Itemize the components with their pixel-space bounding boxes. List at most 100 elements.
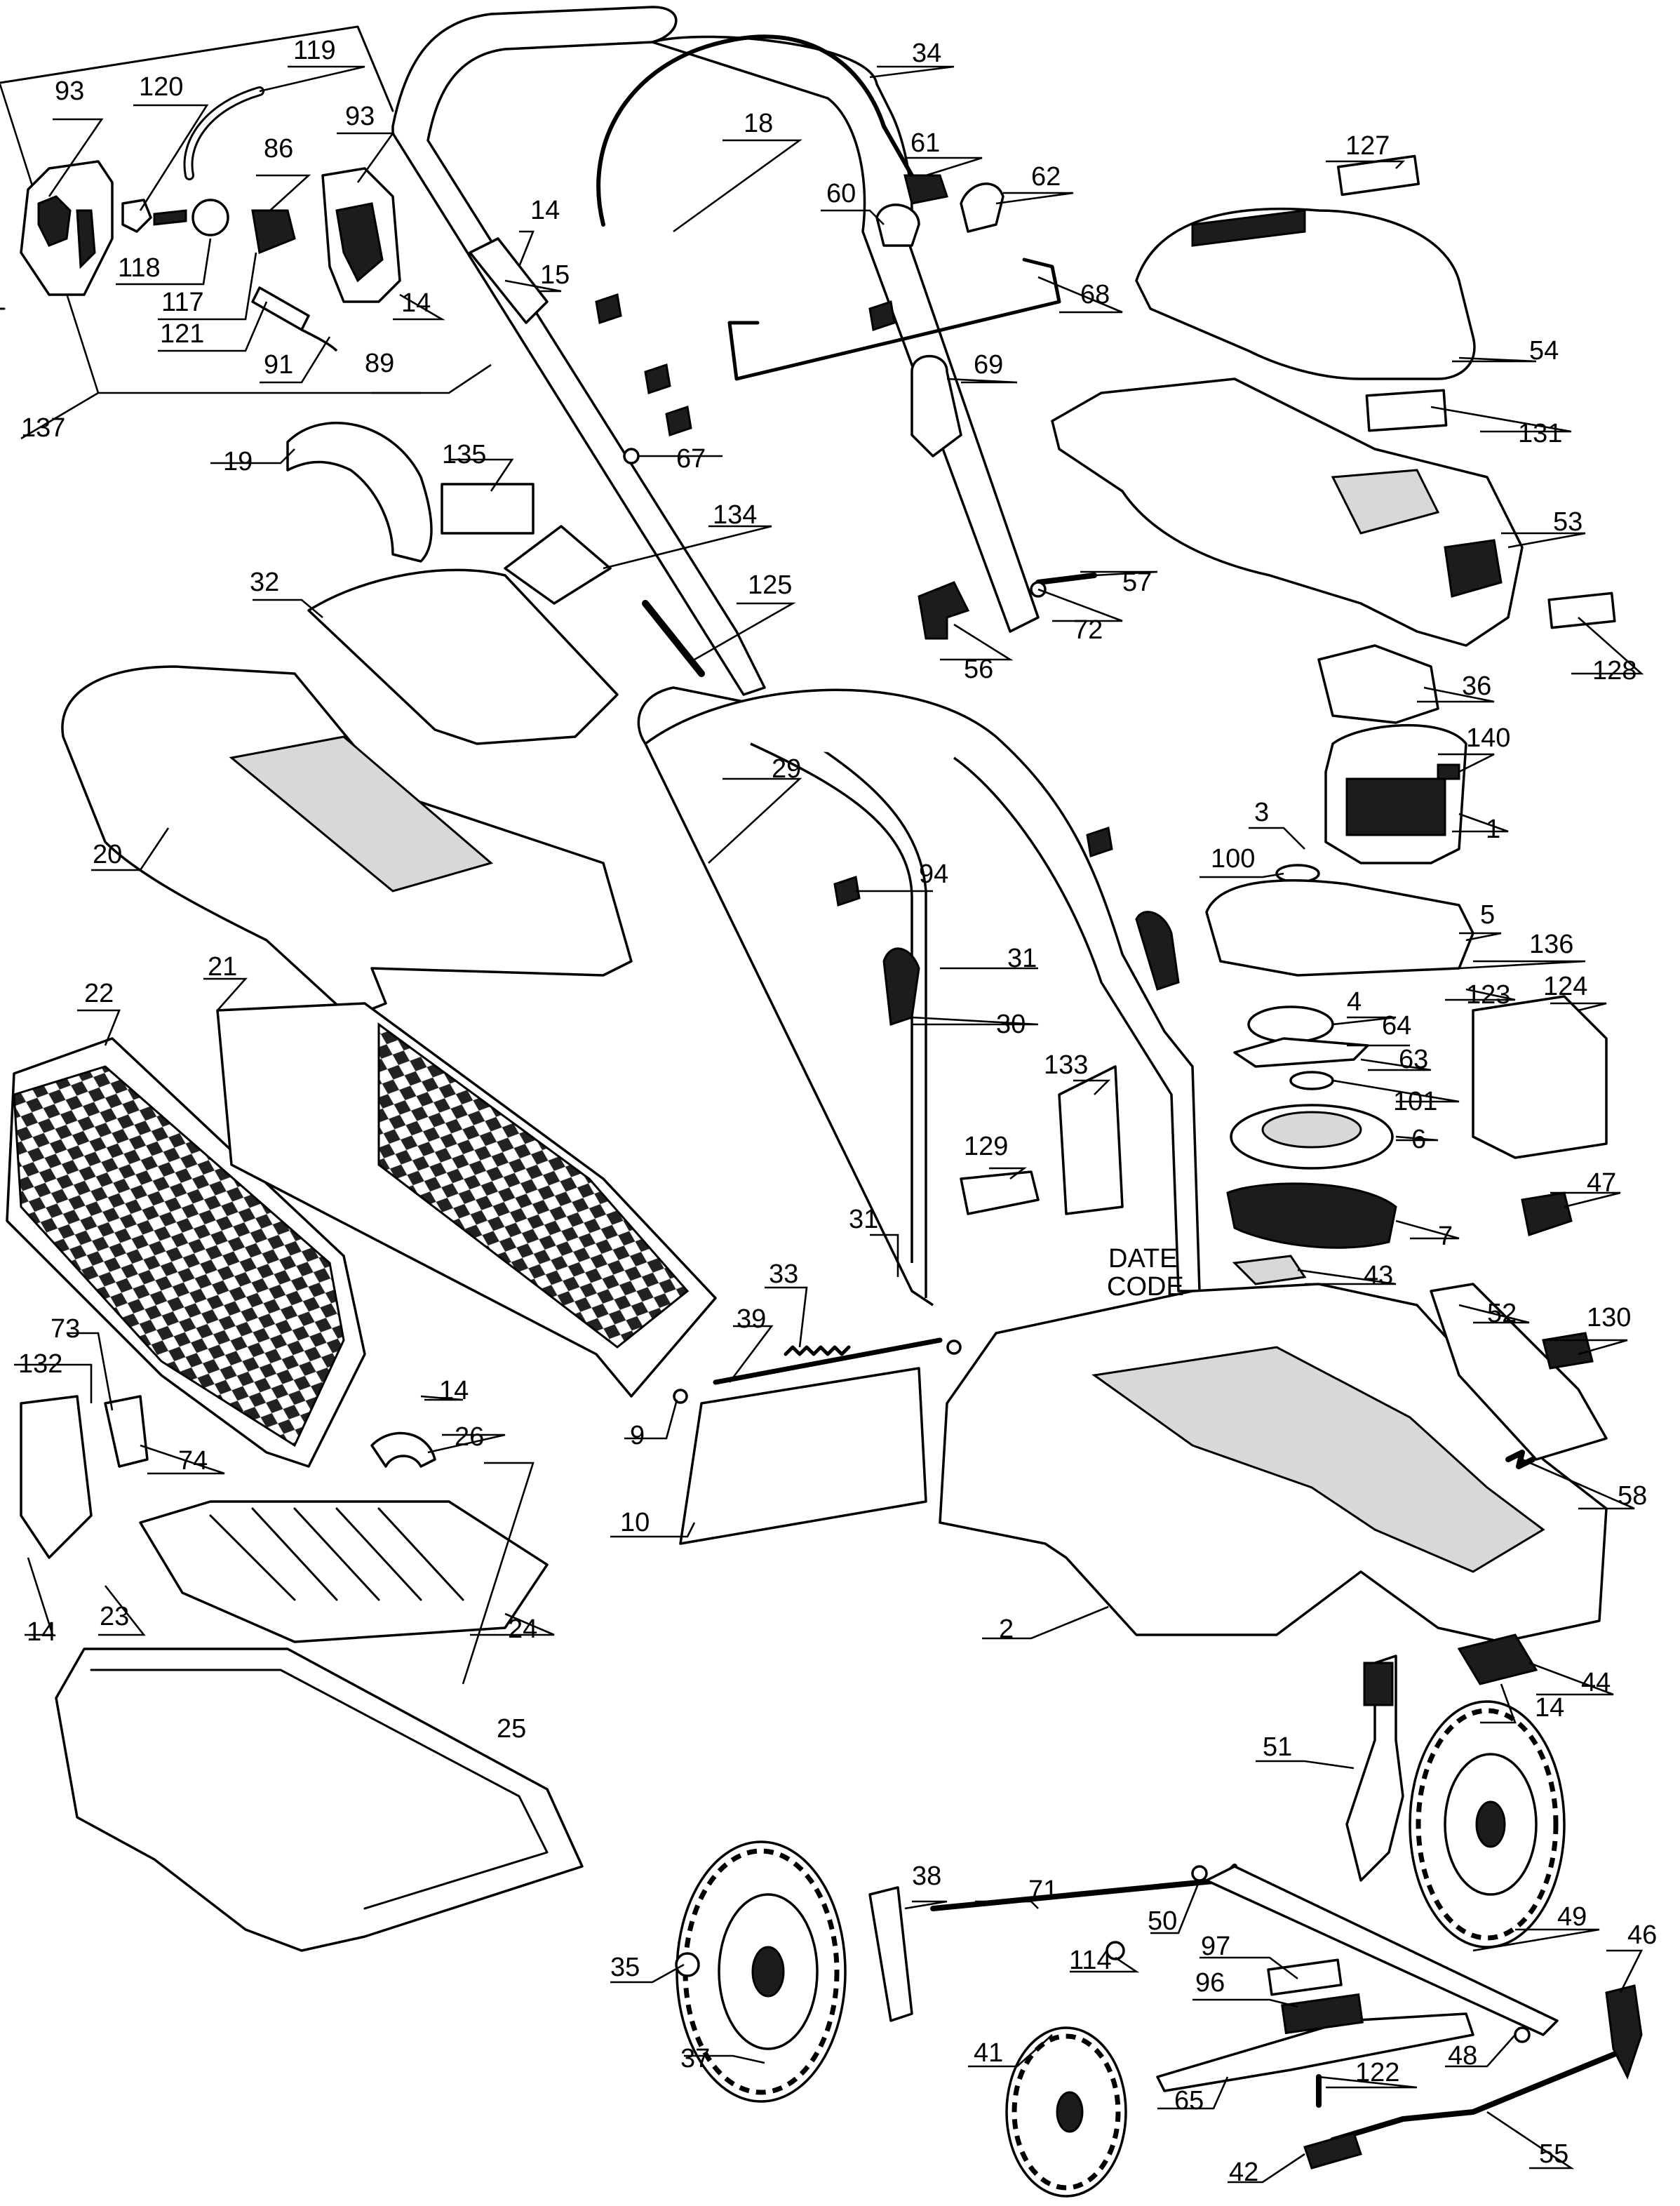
- cable-125: [642, 600, 705, 677]
- label-3: 3: [1254, 798, 1269, 827]
- part-labels: 93 120 119 93 86 118 117 121 91 89 137 1…: [18, 36, 1657, 2187]
- pin-42: [1303, 2132, 1362, 2170]
- clips-small: [595, 293, 896, 436]
- label-43: 43: [1364, 1261, 1393, 1290]
- label-86: 86: [264, 134, 293, 163]
- washer-48: [1514, 2026, 1531, 2043]
- label-18: 18: [744, 109, 773, 138]
- grass-catcher-25: [55, 1647, 584, 1952]
- label-137: 137: [21, 413, 65, 443]
- label-119: 119: [293, 36, 336, 65]
- rear-wheel-right: [1409, 1700, 1566, 1948]
- label-41: 41: [974, 2038, 1003, 2068]
- label-52: 52: [1487, 1299, 1517, 1328]
- switch-box-group: [0, 25, 421, 440]
- knob-56: [918, 581, 970, 640]
- rear-flap-32: [307, 568, 619, 745]
- washer-114: [1106, 1941, 1125, 1960]
- label-114: 114: [1069, 1946, 1112, 1975]
- cover-vents: [1191, 209, 1306, 247]
- cover-53: [1051, 377, 1524, 647]
- label-24: 24: [508, 1615, 537, 1644]
- label-135: 135: [442, 440, 486, 469]
- label-50: 50: [1148, 1906, 1177, 1936]
- label-14d: 14: [27, 1617, 56, 1647]
- washer-50: [1191, 1865, 1208, 1882]
- label-57: 57: [1122, 568, 1152, 597]
- cover-53-window: [1331, 469, 1440, 535]
- plate-97: [1267, 1958, 1343, 1996]
- label-127: 127: [1345, 131, 1390, 161]
- cable-34: [596, 34, 914, 227]
- lid-opening: [229, 735, 494, 893]
- label-136: 136: [1529, 930, 1573, 959]
- label-132: 132: [18, 1349, 62, 1379]
- label-44: 44: [1581, 1668, 1611, 1697]
- label-19: 19: [223, 447, 253, 476]
- brush-holder-36: [1317, 644, 1439, 724]
- label-123: 123: [1466, 980, 1510, 1010]
- label-33: 33: [769, 1259, 798, 1289]
- mower-deck-2-inner: [1091, 1346, 1545, 1573]
- label-54: 54: [1529, 336, 1559, 366]
- front-wheel-41: [1005, 2026, 1127, 2198]
- cover-124: [1472, 995, 1608, 1159]
- label-97: 97: [1201, 1932, 1230, 1961]
- lever-grip: [1363, 1662, 1394, 1706]
- label-133: 133: [1044, 1050, 1088, 1080]
- spacer-96: [1281, 1993, 1364, 2035]
- label-23: 23: [100, 1602, 129, 1631]
- label-7: 7: [1438, 1222, 1453, 1251]
- label-9: 9: [630, 1421, 645, 1450]
- label-73: 73: [51, 1314, 80, 1344]
- label-69: 69: [974, 350, 1003, 380]
- label-14b: 14: [401, 288, 431, 318]
- grass-box-base-24-ribs: [209, 1507, 464, 1601]
- handle-rail-73: [20, 1395, 93, 1559]
- label-32: 32: [250, 568, 279, 597]
- label-134: 134: [713, 500, 757, 530]
- lower-handle-29: [637, 686, 1201, 1306]
- bearing-101: [1289, 1071, 1334, 1090]
- label-100: 100: [1211, 844, 1255, 874]
- parts-63-64: [1233, 1037, 1369, 1068]
- label-38: 38: [912, 1861, 941, 1891]
- label-20: 20: [93, 840, 122, 869]
- washer-9: [673, 1389, 688, 1404]
- label-42: 42: [1229, 2158, 1258, 2187]
- label-10: 10: [620, 1508, 650, 1537]
- arm-46: [1605, 1984, 1643, 2080]
- label-101: 101: [1393, 1087, 1437, 1116]
- label-22: 22: [84, 979, 114, 1008]
- date-code-line1: DATE: [1108, 1244, 1178, 1274]
- label-14a: 14: [530, 196, 560, 225]
- label-4: 4: [1347, 987, 1362, 1017]
- date-code-line2: CODE: [1107, 1272, 1184, 1302]
- axle-bar-49: [1205, 1865, 1559, 2036]
- grass-box-side-22-mesh: [13, 1065, 345, 1448]
- label-128: [1547, 591, 1616, 629]
- handle-grip-19: [286, 422, 433, 563]
- part-62: [960, 182, 1004, 233]
- label-130: 130: [1587, 1303, 1631, 1332]
- label-131: [1365, 389, 1448, 432]
- label-1: 1: [1486, 815, 1500, 844]
- label-6: 6: [1411, 1125, 1426, 1154]
- label-35: 35: [610, 1953, 640, 1982]
- label-140: 140: [1466, 723, 1510, 753]
- label-60: 60: [826, 179, 856, 208]
- label-93a: 93: [55, 76, 84, 106]
- label-5: 5: [1480, 900, 1495, 930]
- label-135: [441, 483, 535, 535]
- label-91: 91: [264, 350, 293, 380]
- label-64: 64: [1382, 1011, 1411, 1041]
- label-53: 53: [1553, 507, 1582, 537]
- axle-55: [1330, 2046, 1630, 2143]
- part-43: [1232, 1255, 1307, 1285]
- label-93b: 93: [345, 102, 375, 131]
- label-25: 25: [497, 1714, 526, 1744]
- label-96: 96: [1195, 1968, 1225, 1998]
- label-134: [504, 525, 612, 605]
- label-120: 120: [139, 72, 183, 102]
